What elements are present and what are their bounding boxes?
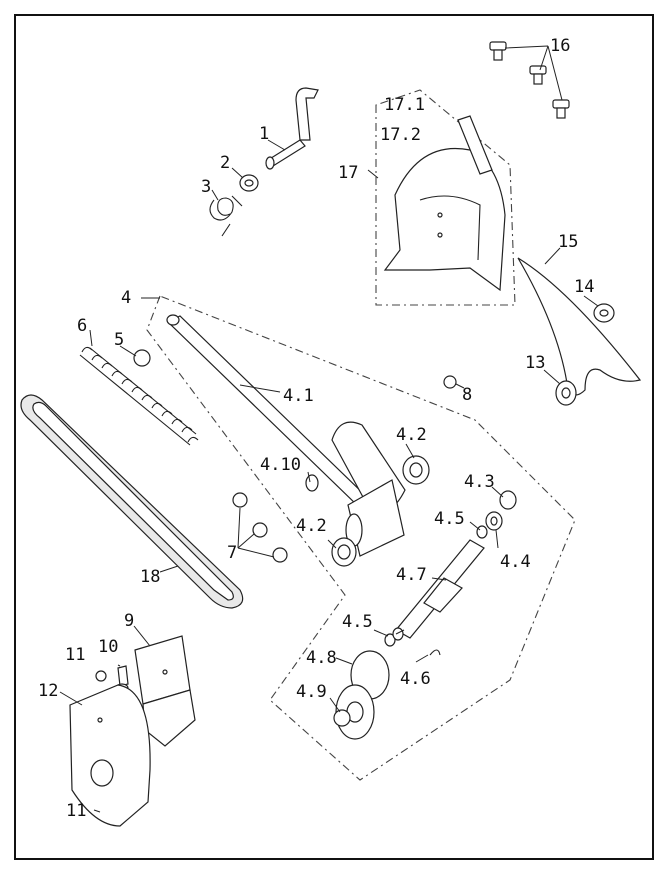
part-16-bolts (489, 41, 570, 119)
part-1-handle (265, 87, 319, 170)
label-17: 17 (338, 163, 358, 183)
part-4-3-nut (499, 490, 517, 510)
part-11-nut-top (95, 670, 107, 682)
part-4-4-washer (485, 511, 503, 531)
label-9: 9 (124, 611, 134, 631)
part-15-blade (517, 257, 642, 396)
part-5-nut (133, 349, 151, 367)
drawing-border (14, 14, 654, 860)
label-14: 14 (574, 277, 594, 297)
label-13: 13 (525, 353, 545, 373)
part-17-1-strip (457, 115, 493, 175)
label-8: 8 (462, 385, 472, 405)
part-18-belt (20, 394, 244, 609)
part-4-assembly-outline (146, 295, 576, 781)
label-4-5-lower: 4.5 (342, 612, 373, 632)
label-15: 15 (558, 232, 578, 252)
part-4-10-washer (305, 474, 319, 492)
label-4-6: 4.6 (400, 669, 431, 689)
part-4-1-arm (166, 314, 372, 507)
part-4-9-nut (333, 709, 351, 727)
part-4-6-key (429, 649, 441, 656)
label-12: 12 (38, 681, 58, 701)
label-4-8: 4.8 (306, 648, 337, 668)
part-6-spring (79, 346, 199, 446)
part-4-5-washers-lower (384, 627, 404, 647)
part-2-washer (239, 174, 259, 192)
label-4-7: 4.7 (396, 565, 427, 585)
label-6: 6 (77, 316, 87, 336)
label-4-4: 4.4 (500, 552, 531, 572)
part-4-7-shaft (395, 539, 485, 639)
part-13-washer (555, 380, 577, 406)
label-1: 1 (259, 124, 269, 144)
label-4-9: 4.9 (296, 682, 327, 702)
label-2: 2 (220, 153, 230, 173)
part-17-assembly-outline (375, 89, 516, 306)
label-7: 7 (227, 543, 237, 563)
label-4-10: 4.10 (260, 455, 301, 475)
label-4-1: 4.1 (283, 386, 314, 406)
label-4-5-upper: 4.5 (434, 509, 465, 529)
label-16: 16 (550, 36, 570, 56)
part-14-nut (593, 303, 615, 323)
label-10: 10 (98, 637, 118, 657)
label-4-3: 4.3 (464, 472, 495, 492)
part-4-2-bearing-bottom (331, 537, 357, 567)
label-3: 3 (201, 177, 211, 197)
part-7-nuts (232, 492, 288, 563)
part-4-2-bearing-top (402, 455, 430, 485)
part-3-spring (209, 195, 243, 237)
part-12-cover (69, 684, 151, 827)
label-4-2-bottom: 4.2 (296, 516, 327, 536)
label-11-bottom: 11 (66, 801, 86, 821)
part-8-nut (443, 375, 457, 389)
label-4: 4 (121, 288, 131, 308)
part-4-5-washer-upper (476, 525, 488, 539)
label-17-1: 17.1 (384, 95, 425, 115)
label-11-top: 11 (65, 645, 85, 665)
label-18: 18 (140, 567, 160, 587)
label-5: 5 (114, 330, 124, 350)
label-4-2-top: 4.2 (396, 425, 427, 445)
part-9-bracket (134, 635, 196, 747)
part-4-2-mounting-plate (331, 421, 406, 557)
label-17-2: 17.2 (380, 125, 421, 145)
